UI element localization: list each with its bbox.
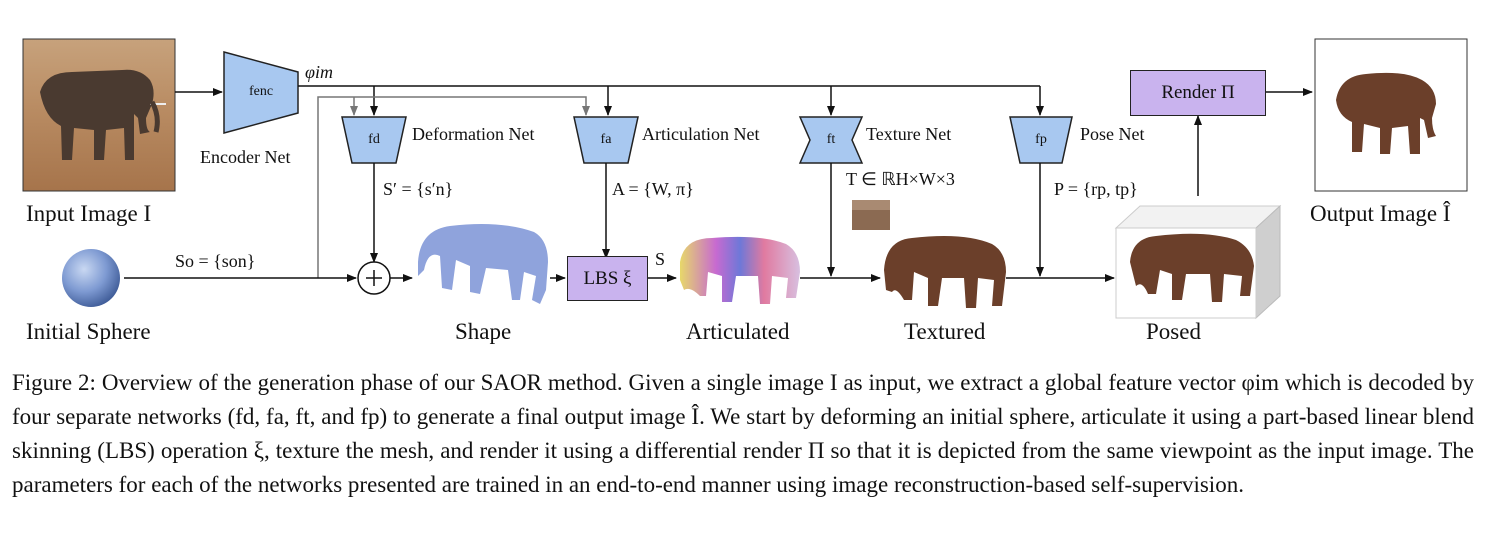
texture-net-shape (798, 116, 864, 164)
f-a-label: fa (600, 132, 612, 147)
textured-mesh (884, 236, 1006, 308)
phi-label: φim (305, 62, 333, 82)
posed-label: Posed (1146, 319, 1201, 344)
deformation-net-label: Deformation Net (412, 124, 535, 144)
f-p-label: fp (1035, 132, 1047, 147)
textured-label: Textured (904, 319, 986, 344)
f-enc-label: fenc (248, 84, 274, 99)
s-zero-label: So = {son} (175, 251, 256, 271)
texture-net-label: Texture Net (866, 124, 952, 144)
articulation-net-label: Articulation Net (642, 124, 760, 144)
initial-sphere-label: Initial Sphere (26, 319, 151, 344)
initial-sphere (62, 249, 120, 307)
render-box: Render Π (1130, 70, 1266, 116)
diagram: Input Image I Output Image Î fenc Encode… (22, 38, 1468, 344)
p-param-label: P = {rp, tp} (1054, 179, 1138, 199)
output-image (1314, 38, 1468, 192)
f-t-label: ft (826, 132, 836, 147)
posed-box (1114, 204, 1282, 320)
encoder-net-shape (223, 51, 299, 134)
diagram-canvas (22, 38, 1468, 320)
lbs-label: LBS ξ (583, 267, 632, 289)
articulated-label: Articulated (686, 319, 790, 344)
output-image-label: Output Image Î (1310, 201, 1451, 226)
shape-label: Shape (455, 319, 512, 344)
articulated-mesh (680, 236, 800, 304)
figure-caption: Figure 2: Overview of the generation pha… (12, 370, 1474, 497)
a-param-label: A = {W, π} (612, 179, 694, 199)
render-label: Render Π (1161, 82, 1235, 103)
t-param-label: T ∈ ℝH×W×3 (846, 169, 955, 189)
deformation-net-shape (341, 116, 407, 164)
s-label: S (655, 249, 666, 269)
shape-mesh (418, 224, 548, 304)
lbs-box: LBS ξ (567, 256, 648, 301)
pose-net-label: Pose Net (1080, 124, 1145, 144)
encoder-net-label: Encoder Net (200, 147, 291, 167)
input-image-label: Input Image I (26, 201, 152, 226)
f-d-label: fd (368, 132, 380, 147)
input-image (22, 38, 176, 192)
s-prime-label: S′ = {s′n} (383, 179, 454, 199)
articulation-net-shape (573, 116, 639, 164)
pose-net-shape (1009, 116, 1073, 164)
